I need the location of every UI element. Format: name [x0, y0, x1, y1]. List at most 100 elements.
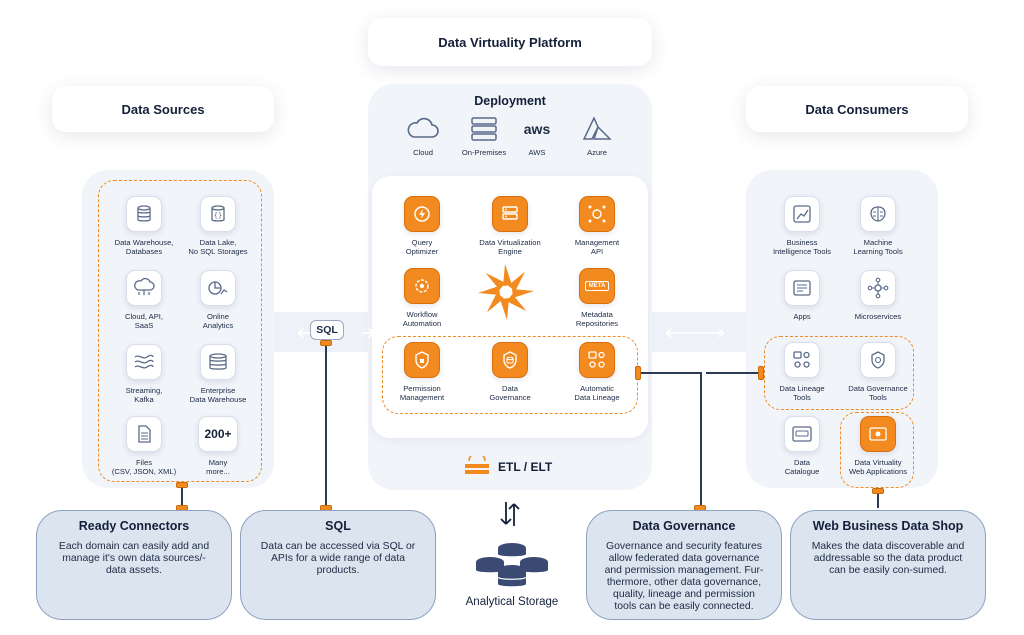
- permission-icon: [404, 342, 440, 378]
- consumer-label: Data Virtuality Web Applications: [848, 458, 908, 476]
- sources-title-text: Data Sources: [121, 101, 205, 117]
- governance-icon: [492, 342, 528, 378]
- sql-pill: SQL: [310, 320, 344, 340]
- platform-title-text: Data Virtuality Platform: [438, 34, 582, 50]
- sql-arrow-left-icon: [296, 326, 376, 338]
- analytics-icon: [200, 270, 236, 306]
- source-online-analytics: Online Analytics: [176, 270, 260, 330]
- card-text: Governance and security features allow f…: [604, 541, 764, 612]
- metadata-icon: META: [579, 268, 615, 304]
- data-lake-icon: {}: [200, 196, 236, 232]
- sql-connector-top: [320, 340, 332, 346]
- lineage-icon: [579, 342, 615, 378]
- deployment-onprem-label: On-Premises: [461, 148, 507, 157]
- consumer-ml-tools: Machine Learning Tools: [836, 196, 920, 256]
- deployment-aws-label: AWS: [528, 148, 546, 157]
- card-data-governance: Data Governance Governance and security …: [586, 510, 782, 620]
- platform-title: Data Virtuality Platform: [368, 18, 652, 66]
- consumer-label: Data Governance Tools: [848, 384, 908, 402]
- meta-tag: META: [584, 281, 610, 291]
- consumers-panel: [746, 170, 938, 488]
- web-app-icon: [860, 416, 896, 452]
- deployment-azure: Azure: [562, 116, 632, 157]
- consumer-bi-tools: Business Intelligence Tools: [760, 196, 844, 256]
- component-workflow: Workflow Automation: [380, 268, 464, 328]
- bi-tools-icon: [784, 196, 820, 232]
- component-governance: Data Governance: [468, 342, 552, 402]
- source-label: Data Warehouse, Databases: [114, 238, 174, 256]
- source-label: Streaming, Kafka: [125, 386, 163, 404]
- component-label: Data Governance: [489, 384, 531, 402]
- component-label: Management API: [574, 238, 620, 256]
- consumer-label: Microservices: [854, 312, 902, 321]
- consumers-title: Data Consumers: [746, 86, 968, 132]
- sources-outline: [98, 180, 262, 482]
- governance-hline: [641, 372, 701, 374]
- component-query-optimizer: Query Optimizer: [380, 196, 464, 256]
- sql-pill-label: SQL: [316, 324, 338, 336]
- transfer-arrows-icon: [498, 500, 522, 528]
- etl-label: ETL / ELT: [498, 460, 553, 474]
- sources-title: Data Sources: [52, 86, 274, 132]
- source-enterprise-dw: Enterprise Data Warehouse: [176, 344, 260, 404]
- consumer-label: Data Lineage Tools: [779, 384, 825, 402]
- streaming-icon: [126, 344, 162, 380]
- component-label: Automatic Data Lineage: [574, 384, 620, 402]
- component-label: Workflow Automation: [402, 310, 442, 328]
- workflow-icon: [404, 268, 440, 304]
- deployment-cloud: Cloud: [388, 116, 458, 157]
- component-label: Query Optimizer: [405, 238, 439, 256]
- deployment-onprem: On-Premises: [449, 116, 519, 157]
- source-label: Cloud, API, SaaS: [125, 312, 163, 330]
- consumer-catalogue: Data Catalogue: [760, 416, 844, 476]
- catalogue-icon: [784, 416, 820, 452]
- card-text: Each domain can easily add and manage it…: [58, 541, 210, 576]
- sources-line: [181, 488, 183, 510]
- consumer-label: Business Intelligence Tools: [772, 238, 832, 256]
- query-optimizer-icon: [404, 196, 440, 232]
- consumer-lineage-tools: Data Lineage Tools: [760, 342, 844, 402]
- deployment-azure-label: Azure: [587, 148, 607, 157]
- microservices-icon: [860, 270, 896, 306]
- svg-text:{}: {}: [214, 212, 222, 220]
- deployment-cloud-label: Cloud: [413, 148, 433, 157]
- card-text: Data can be accessed via SQL or APIs for…: [260, 541, 416, 576]
- source-label: Many more...: [206, 458, 230, 476]
- server-stack-icon: [449, 116, 519, 142]
- apps-icon: [784, 270, 820, 306]
- aws-wordmark: aws: [523, 121, 551, 137]
- consumer-arrow-icon: [664, 326, 726, 338]
- source-data-warehouse: Data Warehouse, Databases: [102, 196, 186, 256]
- component-permission: Permission Management: [380, 342, 464, 402]
- web-shop-connector: [872, 488, 884, 494]
- many-more-badge: 200+: [204, 427, 232, 441]
- component-lineage: Automatic Data Lineage: [555, 342, 639, 402]
- component-label: Permission Management: [399, 384, 445, 402]
- card-title: Data Governance: [632, 519, 736, 533]
- source-label: Online Analytics: [202, 312, 234, 330]
- component-management-api: Management API: [555, 196, 639, 256]
- ml-tools-icon: [860, 196, 896, 232]
- virtualization-engine-icon: [492, 196, 528, 232]
- governance-tools-icon: [860, 342, 896, 378]
- analytical-storage-icon: [474, 540, 550, 590]
- consumer-label: Data Catalogue: [784, 458, 820, 476]
- card-text: Makes the data discoverable and addressa…: [811, 541, 965, 576]
- consumer-label: Machine Learning Tools: [853, 238, 903, 256]
- consumers-governance-outline: [764, 336, 914, 410]
- consumer-web-app: Data Virtuality Web Applications: [836, 416, 920, 476]
- files-icon: [126, 416, 162, 452]
- database-icon: [126, 196, 162, 232]
- consumer-microservices: Microservices: [836, 270, 920, 321]
- web-shop-line: [877, 488, 879, 508]
- source-files: Files (CSV, JSON, XML): [102, 416, 186, 476]
- component-label: Metadata Repositories: [575, 310, 619, 328]
- card-sql: SQL Data can be accessed via SQL or APIs…: [240, 510, 436, 620]
- deployment-title: Deployment: [474, 94, 546, 108]
- aws-logo-icon: aws: [502, 116, 572, 142]
- card-web-shop: Web Business Data Shop Makes the data di…: [790, 510, 986, 620]
- cloud-icon: [388, 116, 458, 142]
- consumer-apps: Apps: [760, 270, 844, 321]
- source-label: Data Lake, No SQL Storages: [188, 238, 248, 256]
- consumers-title-text: Data Consumers: [805, 101, 909, 117]
